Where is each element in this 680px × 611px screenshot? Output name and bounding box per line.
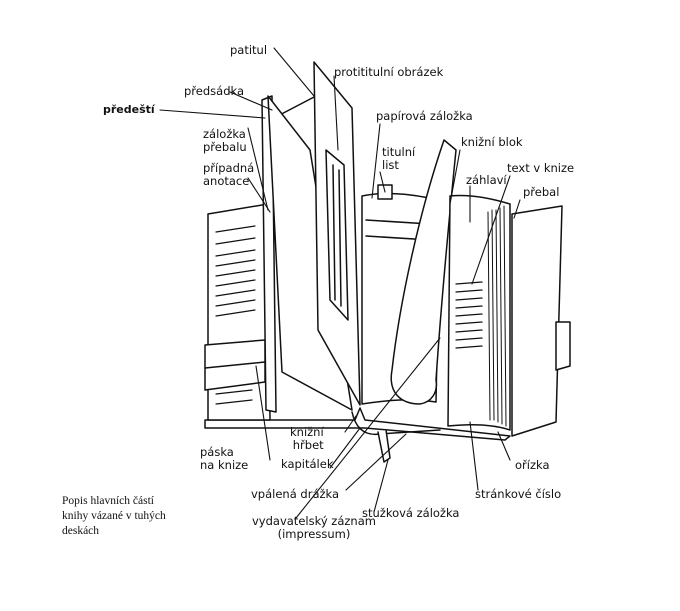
- label-titulni-list: titulní list: [382, 145, 416, 172]
- label-text-v-knize: text v knize: [507, 161, 575, 175]
- label-orizka: ořízka: [515, 458, 550, 472]
- leader-lines: [159, 47, 521, 519]
- text-lines: [455, 281, 483, 349]
- label-zalozka-prebalu: záložka přebalu: [203, 127, 247, 154]
- label-vpalena: vpálená drážka: [251, 487, 340, 501]
- label-vydavatelsky: vydavatelský záznam (impressum): [252, 514, 376, 541]
- label-papirova: papírová záložka: [376, 109, 473, 123]
- label-strankove: stránkové číslo: [475, 487, 562, 501]
- label-stuzkova: stužková záložka: [362, 506, 460, 520]
- label-predsadka: předsádka: [184, 84, 244, 98]
- label-patitul: patitul: [230, 43, 268, 57]
- book-base: [204, 407, 511, 441]
- frontispiece-picture: [325, 149, 349, 321]
- page-edges: [487, 205, 507, 427]
- label-knizni-hrbet: knižní hřbet: [290, 425, 324, 452]
- ribbon-bookmark: [377, 429, 391, 463]
- label-kapitalek: kapitálek: [281, 457, 334, 471]
- jacket-tab: [555, 321, 571, 371]
- label-predesti: předeští: [103, 103, 155, 116]
- curling-page: [390, 139, 457, 405]
- label-pripadna: případná anotace: [203, 161, 255, 188]
- label-knizni-blok: knižní blok: [461, 135, 523, 149]
- label-prebal: přebal: [523, 185, 560, 199]
- label-protititulni: protititulní obrázek: [334, 65, 444, 79]
- label-paska: páska na knize: [200, 445, 249, 472]
- label-zahlavi: záhlaví: [466, 173, 507, 187]
- back-cover: [511, 205, 563, 437]
- caption: Popis hlavních částí knihy vázané v tuhý…: [62, 495, 166, 537]
